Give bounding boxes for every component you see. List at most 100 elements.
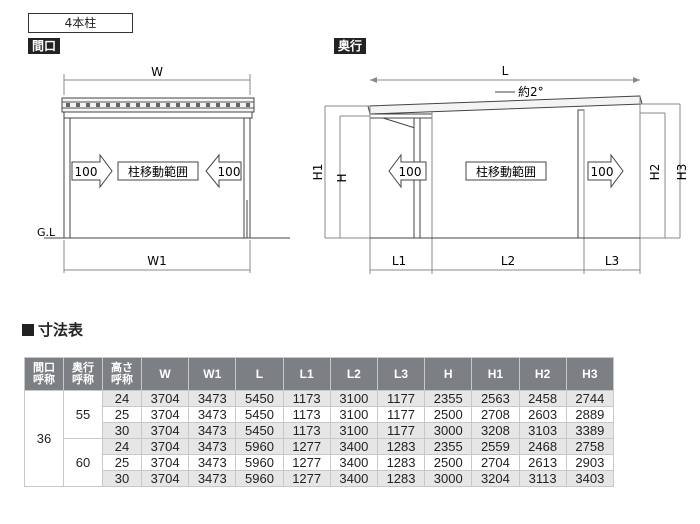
table-cell: 3103 <box>518 422 567 439</box>
table-cell: 3473 <box>188 390 237 407</box>
front-arrow-right-icon: 100 <box>205 153 242 189</box>
table-header-cell: 奥行呼称 <box>63 357 103 391</box>
table-cell: 2458 <box>518 390 567 407</box>
front-view-diagram: W G.L 100 100 柱移動範囲 W1 <box>37 65 290 273</box>
dim-L1-label: L1 <box>392 254 406 268</box>
table-cell: 1277 <box>282 454 331 471</box>
front-beam <box>63 111 253 119</box>
table-cell: 3100 <box>329 406 378 423</box>
dim-H2-label: H2 <box>648 164 662 181</box>
table-header-cell: H2 <box>518 357 567 391</box>
table-cell: 3400 <box>329 470 378 487</box>
table-cell: 3704 <box>140 422 190 439</box>
dimension-table: 間口呼称 奥行呼称 高さ呼称 W W1 L L1 L2 L3 H H1 H2 H… <box>24 357 615 487</box>
dim-W1-label: W1 <box>147 254 167 268</box>
table-header-cell: 高さ呼称 <box>102 357 142 391</box>
table-cell: 3403 <box>565 470 615 487</box>
table-cell: 2563 <box>471 390 520 407</box>
table-cell: 25 <box>102 406 142 423</box>
table-cell: 2758 <box>565 438 615 455</box>
table-cell: 3473 <box>188 470 237 487</box>
front-arrow-left-label: 100 <box>75 165 98 179</box>
table-cell: 2903 <box>565 454 615 471</box>
table-cell: 1173 <box>282 422 331 439</box>
table-cell: 3113 <box>518 470 567 487</box>
table-cell: 2744 <box>565 390 615 407</box>
table-cell: 1283 <box>376 470 426 487</box>
table-cell: 30 <box>102 470 142 487</box>
okuyuki-cell: 60 <box>63 438 103 487</box>
table-cell: 3473 <box>188 454 237 471</box>
dim-H-label: H <box>335 173 349 182</box>
front-range-box <box>117 161 199 181</box>
table-cell: 2559 <box>471 438 520 455</box>
table-header-cell: H1 <box>471 357 520 391</box>
table-cell: 2355 <box>424 438 473 455</box>
maguchi-cell: 36 <box>24 390 64 487</box>
dim-W-label: W <box>151 65 163 79</box>
table-cell: 3204 <box>471 470 520 487</box>
table-cell: 30 <box>102 422 142 439</box>
table-cell: 1173 <box>282 406 331 423</box>
table-cell: 2355 <box>424 390 473 407</box>
table-cell: 1177 <box>376 390 426 407</box>
table-header-cell: L2 <box>329 357 378 391</box>
slope-label: 約2° <box>518 84 544 99</box>
table-header-cell: W <box>140 357 190 391</box>
side-arrow-left-icon: 100 <box>388 153 427 189</box>
table-cell: 5960 <box>235 454 284 471</box>
side-arrow-right-icon: 100 <box>587 153 624 189</box>
table-cell: 3000 <box>424 470 473 487</box>
table-cell: 3704 <box>140 406 190 423</box>
side-range-box <box>465 161 547 181</box>
table-cell: 2468 <box>518 438 567 455</box>
dim-L2-label: L2 <box>501 254 515 268</box>
front-roof-pattern <box>62 101 254 109</box>
table-cell: 1283 <box>376 438 426 455</box>
table-header-cell: H3 <box>565 357 615 391</box>
table-header-row: 間口呼称 奥行呼称 高さ呼称 W W1 L L1 L2 L3 H H1 H2 H… <box>24 357 615 391</box>
front-post-left <box>63 117 71 239</box>
side-post-right <box>577 109 585 239</box>
side-view-diagram: L 約2° H1 H H2 H3 100 100 柱移動範囲 L1 L2 L3 <box>311 64 689 274</box>
table-cell: 2500 <box>424 454 473 471</box>
ground-level-label: G.L <box>37 226 56 239</box>
side-view-label: 奥行 <box>334 38 367 54</box>
table-header-cell: L1 <box>282 357 331 391</box>
table-header-cell: W1 <box>188 357 237 391</box>
table-cell: 3473 <box>188 438 237 455</box>
table-header-cell: 間口呼称 <box>24 357 64 391</box>
table-cell: 3208 <box>471 422 520 439</box>
table-cell: 2603 <box>518 406 567 423</box>
side-roof <box>367 95 643 115</box>
table-cell: 3704 <box>140 438 190 455</box>
table-cell: 25 <box>102 454 142 471</box>
dim-L3-label: L3 <box>605 254 619 268</box>
dimension-table-title: 寸法表 <box>22 319 83 340</box>
table-cell: 2613 <box>518 454 567 471</box>
table-cell: 5960 <box>235 470 284 487</box>
table-cell: 5450 <box>235 390 284 407</box>
table-header-cell: L <box>235 357 284 391</box>
front-view-label: 間口 <box>28 38 61 54</box>
dim-H1-label: H1 <box>311 164 325 181</box>
table-cell: 5450 <box>235 422 284 439</box>
table-cell: 2708 <box>471 406 520 423</box>
table-cell: 3473 <box>188 422 237 439</box>
okuyuki-cell: 55 <box>63 390 103 439</box>
table-header-cell: L3 <box>376 357 426 391</box>
square-bullet-icon <box>22 324 34 336</box>
table-cell: 1277 <box>282 438 331 455</box>
table-cell: 1173 <box>282 390 331 407</box>
table-cell: 5960 <box>235 438 284 455</box>
side-arrow-left-label: 100 <box>399 165 422 179</box>
table-cell: 1177 <box>376 422 426 439</box>
table-cell: 3704 <box>140 470 190 487</box>
table-cell: 3704 <box>140 390 190 407</box>
